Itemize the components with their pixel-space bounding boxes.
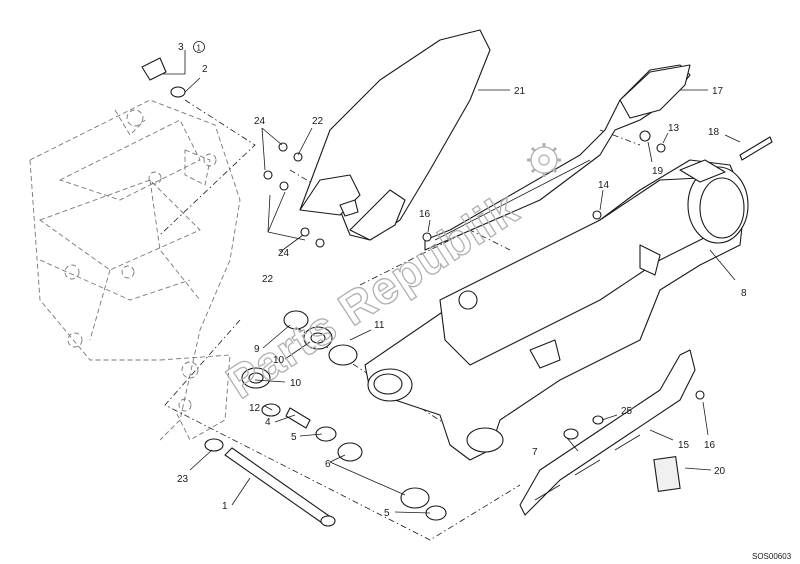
pivot-shaft [224,447,336,527]
reflector-plate [653,456,681,492]
callout-5b: 5 [384,508,390,519]
leader-lines [163,50,741,514]
callout-8: 8 [741,288,747,299]
diagram-code: SOS00603 [752,552,792,561]
circled-note-icon [193,41,205,53]
callout-22b: 22 [262,274,274,285]
callout-12: 12 [249,403,261,414]
callout-16b: 16 [704,440,716,451]
frame-outline [29,99,241,441]
callout-11: 11 [374,320,385,331]
callout-16a: 16 [419,209,431,220]
callout-6: 6 [325,459,331,470]
callout-7: 7 [532,447,538,458]
callout-4: 4 [265,417,271,428]
gear-icon [527,143,561,177]
callout-25: 25 [621,406,633,417]
swingarm [364,159,749,461]
callout-3-note: 1 [197,44,202,53]
callout-3: 3 [178,42,184,53]
callout-23: 23 [177,474,189,485]
callout-10a: 10 [273,355,285,366]
callout-2: 2 [202,64,208,75]
callout-24a: 24 [254,116,266,127]
callout-1: 1 [222,501,228,512]
callout-14: 14 [598,180,610,191]
callout-5a: 5 [291,432,297,443]
callout-13: 13 [668,123,680,134]
callout-9: 9 [254,344,260,355]
callout-17: 17 [712,86,724,97]
callout-20: 20 [714,466,726,477]
callout-24b: 24 [278,248,290,259]
callout-10b: 10 [290,378,302,389]
callout-19: 19 [652,166,664,177]
chain-guard [424,64,691,251]
callout-18: 18 [708,127,720,138]
callout-15: 15 [678,440,690,451]
callout-21: 21 [514,86,526,97]
callout-labels: 1 2 3 1 4 5 5 6 7 8 9 10 10 11 12 13 14 … [177,41,747,519]
callout-22a: 22 [312,116,324,127]
rear-mudguard [299,29,491,241]
chain-slider [519,349,696,516]
bolts-and-fasteners [141,57,773,400]
